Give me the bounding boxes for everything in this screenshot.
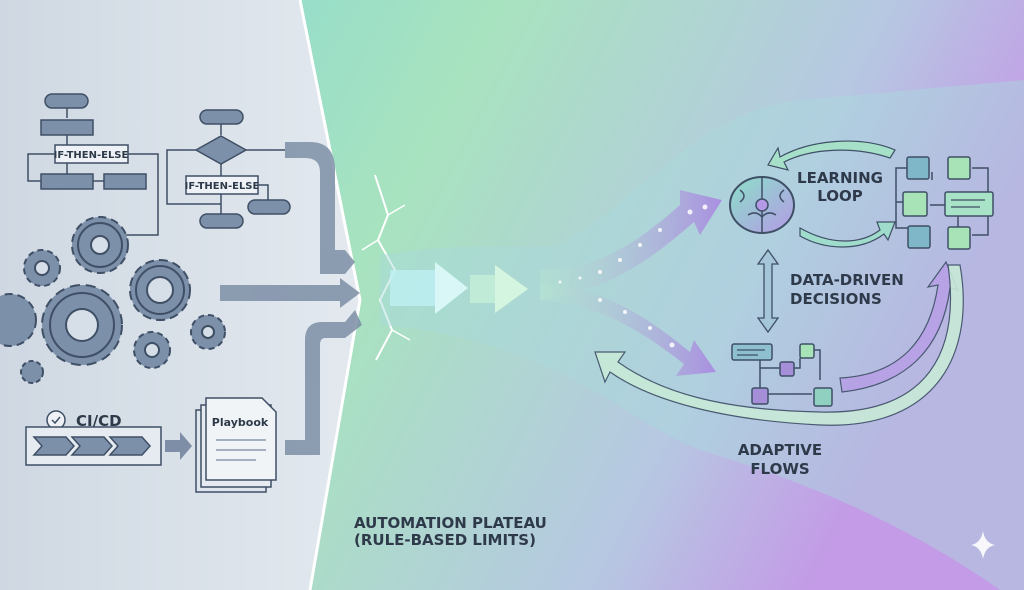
plateau-label-line2: (RULE-BASED LIMITS) xyxy=(354,531,536,549)
adaptive-network-icon xyxy=(895,156,994,250)
sparkle-icon xyxy=(971,531,995,559)
flow-band xyxy=(380,80,1024,590)
plateau-boundary xyxy=(298,0,362,590)
gears-icon xyxy=(0,216,226,384)
cicd-pipeline: CI/CD xyxy=(25,410,192,466)
adaptive-flows-line1: ADAPTIVE xyxy=(738,441,822,459)
data-particles xyxy=(558,204,708,348)
plateau-label-line1: AUTOMATION PLATEAU xyxy=(354,514,547,532)
brain-icon xyxy=(729,176,795,234)
bidirectional-arrow-icon xyxy=(756,248,780,334)
data-driven-line2: DECISIONS xyxy=(790,290,882,308)
learning-loop-line1: LEARNING xyxy=(797,169,883,187)
flowchart-a: IF-THEN-ELSE xyxy=(27,93,159,236)
if-then-else-label-b: IF-THEN-ELSE xyxy=(185,181,260,192)
mini-flow-icon xyxy=(731,343,833,407)
flowchart-b: IF-THEN-ELSE xyxy=(166,109,291,229)
legacy-arrows xyxy=(220,142,362,455)
adaptive-arrow-return xyxy=(594,264,964,426)
adaptive-flows-line2: FLOWS xyxy=(750,460,809,478)
learning-loop-line2: LOOP xyxy=(817,187,863,205)
transition-arrows xyxy=(390,262,528,314)
loop-arrow-bottom xyxy=(799,221,896,248)
cicd-label: CI/CD xyxy=(76,412,122,430)
if-then-else-label-a: IF-THEN-ELSE xyxy=(54,150,129,161)
playbook-document: Playbook xyxy=(195,397,277,493)
data-driven-line1: DATA-DRIVEN xyxy=(790,271,904,289)
playbook-label: Playbook xyxy=(212,416,269,429)
loop-arrow-top xyxy=(767,140,896,171)
branching-flow xyxy=(540,190,722,376)
